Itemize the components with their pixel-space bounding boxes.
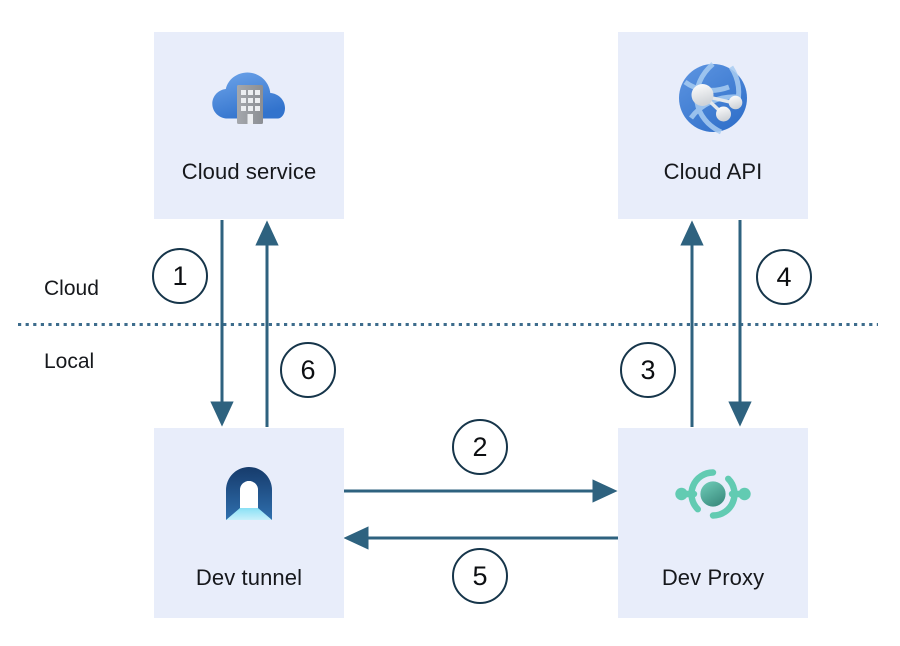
tunnel-icon	[226, 467, 272, 520]
zone-label-cloud: Cloud	[44, 277, 99, 300]
node-label-dev-tunnel: Dev tunnel	[195, 565, 303, 590]
step-badge-3[interactable]: 3	[620, 342, 676, 398]
zone-label-local: Local	[44, 350, 95, 373]
node-label-cloud-service: Cloud service	[181, 159, 317, 184]
step-badge-4[interactable]: 4	[756, 249, 812, 305]
step-badge-1[interactable]: 1	[152, 248, 208, 304]
step-badge-5[interactable]: 5	[452, 548, 508, 604]
node-label-cloud-api: Cloud API	[663, 159, 763, 184]
proxy-target-icon	[675, 469, 751, 519]
globe-network-icon	[679, 62, 747, 135]
step-badge-2[interactable]: 2	[452, 419, 508, 475]
cloud-building-icon	[212, 72, 285, 124]
node-dev-proxy[interactable]: Dev Proxy	[618, 428, 808, 618]
step-badge-6[interactable]: 6	[280, 342, 336, 398]
node-label-dev-proxy: Dev Proxy	[661, 565, 765, 590]
node-cloud-service[interactable]: Cloud service	[154, 32, 344, 219]
node-cloud-api[interactable]: Cloud API	[618, 32, 808, 219]
node-dev-tunnel[interactable]: Dev tunnel	[154, 428, 344, 618]
